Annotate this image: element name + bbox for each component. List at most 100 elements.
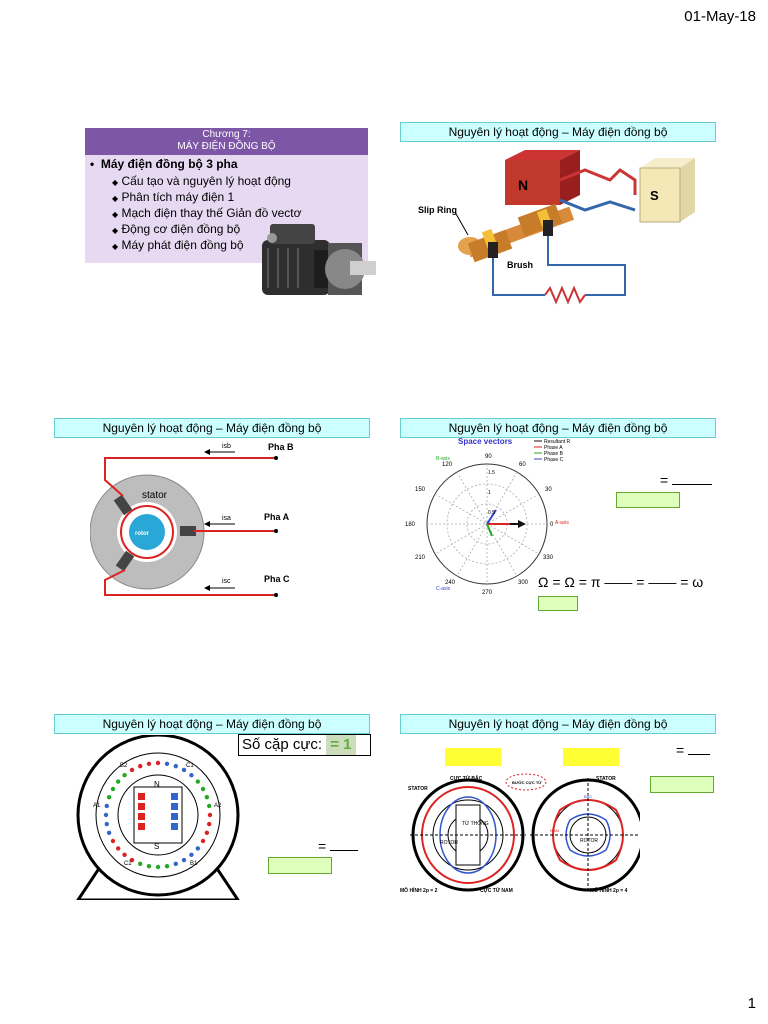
angle-270: 270 <box>482 590 493 596</box>
winding-dot <box>189 772 194 778</box>
winding-b1: B1 <box>190 861 198 867</box>
current-c: isc <box>222 578 231 585</box>
slide1-sub-bullet: ◆ Mạch điện thay thế Giản đồ vectơ <box>112 206 302 220</box>
angle-330: 330 <box>543 555 554 561</box>
angle-180: 180 <box>405 522 416 528</box>
stator-label-right: STATOR <box>596 776 616 782</box>
winding-dot <box>195 779 201 784</box>
angle-210: 210 <box>415 555 426 561</box>
winding-dot <box>104 803 109 809</box>
space-vectors-title: Space vectors <box>458 437 513 446</box>
legend-resultant: Resultant R <box>544 439 571 445</box>
slide3-title: Nguyên lý hoạt động – Máy điện đồng bộ <box>54 418 370 438</box>
radius-1.5: 1.5 <box>488 470 495 476</box>
phase-b-label: Pha B <box>268 442 294 452</box>
stator-rotor-diagram: rotor stator isb isa isc Pha B Pha A Pha… <box>90 442 294 597</box>
angle-60: 60 <box>519 462 526 468</box>
axis-b-label: B-axis <box>436 456 450 462</box>
legend-phase-c: Phase C <box>544 457 564 463</box>
angle-30: 30 <box>545 487 552 493</box>
slide4-equation-1: = <box>660 472 713 488</box>
slide6-equation: = <box>676 742 711 758</box>
axis-a-label: A-axis <box>555 520 569 526</box>
pole-n: N <box>154 780 160 789</box>
slide2-title: Nguyên lý hoạt động – Máy điện đồng bộ <box>400 122 716 142</box>
pole-models-diagram: TỪ THÔNG ROTOR STATOR CỰC TỪ BẮC BƯỚC CỰ… <box>400 773 640 894</box>
yellow-box-1 <box>445 748 501 766</box>
winding-dot <box>204 795 210 800</box>
slide1-sub-bullet: ◆ Máy phát điện đồng bộ <box>112 238 244 252</box>
winding-dot <box>200 838 206 844</box>
winding-dot <box>122 772 127 778</box>
winding-dot <box>173 861 178 867</box>
motor-image <box>262 224 376 295</box>
slide1-sub-bullet: ◆ Động cơ điện đồng bộ <box>112 222 241 236</box>
slide5-equation: = <box>318 838 359 854</box>
legend-phase-a: Phase A <box>544 445 563 451</box>
label-n: N <box>518 177 528 193</box>
winding-dot <box>207 803 212 809</box>
winding-dot <box>115 779 121 784</box>
winding-dot <box>189 852 194 858</box>
rotor-label-left: ROTOR <box>440 840 458 846</box>
stator-winding-dots <box>103 760 213 870</box>
flux-label: TỪ THÔNG <box>462 820 489 827</box>
slide1-header: Chương 7: MÁY ĐIỆN ĐỒNG BỘ <box>85 128 368 155</box>
label-s: S <box>650 188 659 203</box>
slide1-chapter: Chương 7: <box>202 129 251 140</box>
radius-0.5: 0.5 <box>488 510 495 516</box>
stator-label: stator <box>142 490 168 501</box>
winding-dot <box>155 760 161 766</box>
winding-dot <box>195 846 201 851</box>
pole-s: S <box>154 842 159 851</box>
winding-dot <box>110 786 116 792</box>
winding-dot <box>115 846 121 851</box>
slide4-equation-2: Ω = Ω = π —— = —— = ω <box>538 574 704 590</box>
winding-dot <box>129 857 135 863</box>
axis-c-label: C-axis <box>436 586 451 592</box>
rotor-label-right: ROTOR <box>580 838 598 844</box>
winding-dot <box>173 763 178 769</box>
angle-90: 90 <box>485 454 492 460</box>
winding-dot <box>204 830 210 835</box>
stator-label-left: STATOR <box>408 786 428 792</box>
header-date: 01-May-18 <box>684 8 756 25</box>
pole-step-label: BƯỚC CỰC TỪ <box>512 780 542 785</box>
winding-dot <box>181 767 187 773</box>
slide4-green-box-2 <box>538 596 578 611</box>
space-vectors-chart: Space vectors 90 60 30 0 330 300 270 240… <box>405 437 571 596</box>
pole-pairs-box: Số cặp cực: = 1 <box>238 734 371 756</box>
winding-dot <box>103 812 109 818</box>
north-label-right: BẮC <box>584 794 592 799</box>
slide4-green-box-1 <box>616 492 680 508</box>
slide6-green-box <box>650 776 714 793</box>
winding-dot <box>181 857 187 863</box>
radius-1: 1 <box>488 490 491 496</box>
winding-dot <box>207 821 212 827</box>
slip-ring-diagram: N S Slip Ring Brush <box>418 150 695 305</box>
model-label-2: MÔ HÌNH 2p = 4 <box>590 886 628 894</box>
winding-a2: A2 <box>214 803 222 809</box>
slide5-title: Nguyên lý hoạt động – Máy điện đồng bộ <box>54 714 370 734</box>
winding-c2: C2 <box>124 861 132 867</box>
rotor-label: rotor <box>135 531 150 537</box>
yellow-box-2 <box>563 748 619 766</box>
winding-dot <box>106 830 112 835</box>
angle-150: 150 <box>415 487 426 493</box>
winding-dot <box>164 864 170 869</box>
angle-0: 0 <box>550 522 554 528</box>
slide1-main-bullet: • Máy điện đồng bộ 3 pha <box>90 157 238 171</box>
current-a: isa <box>222 515 231 522</box>
slide1-sub-bullet: ◆ Cấu tạo và nguyên lý hoạt động <box>112 174 291 188</box>
winding-dot <box>138 861 143 867</box>
winding-dot <box>146 864 152 869</box>
slide1-sub-bullet: ◆ Phân tích máy điện 1 <box>112 190 235 204</box>
winding-dot <box>146 761 152 766</box>
winding-dot <box>129 767 135 773</box>
generator-cross-section: N S B2 C1 A1 A2 C2 B1 <box>76 735 240 900</box>
winding-a1: A1 <box>93 803 101 809</box>
winding-dot <box>164 761 170 766</box>
current-b: isb <box>222 443 231 450</box>
angle-300: 300 <box>518 580 529 586</box>
north-pole-label: CỰC TỪ BẮC <box>450 774 483 782</box>
